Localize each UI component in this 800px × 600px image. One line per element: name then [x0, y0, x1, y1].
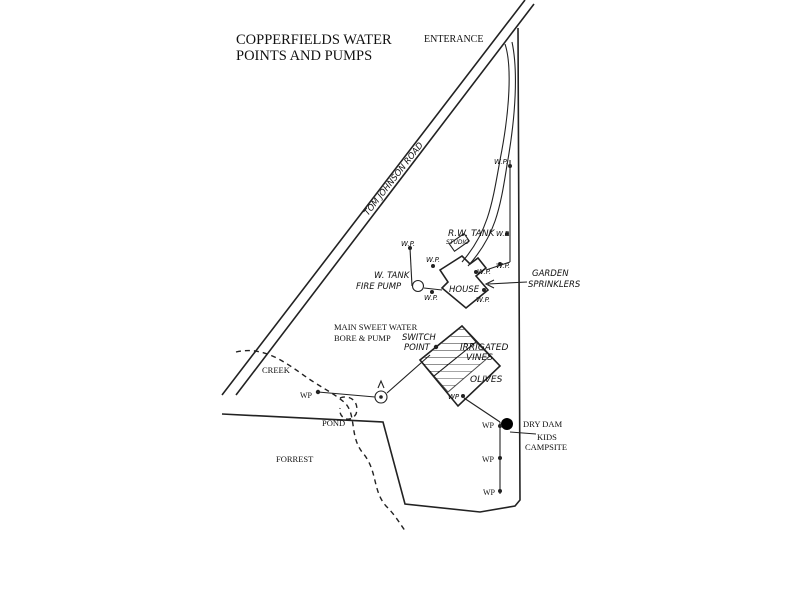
main-bore-label-line2: BORE & PUMP: [334, 333, 391, 343]
wp-label-south: WP: [483, 488, 496, 497]
water-point-house-nw: [431, 264, 435, 268]
water-point-south: [498, 489, 502, 493]
rw-tank-label: R.W. TANK: [448, 229, 496, 239]
dry-dam: [501, 418, 513, 430]
campsite-arrow: [509, 431, 537, 435]
driveway-edge: [467, 41, 516, 267]
house-outline: [438, 254, 490, 310]
map-title-line1: COPPERFIELDS WATER: [236, 32, 392, 48]
water-point-east-top: [508, 164, 512, 168]
water-point-house-se: [482, 288, 486, 292]
wp-label-creek: WP: [300, 391, 313, 400]
wp-label-east-top: W.P.: [494, 158, 508, 166]
wp-label-dam: WP: [482, 421, 495, 430]
creek: [235, 350, 407, 533]
water-point-south-mid: [498, 456, 502, 460]
water-point-house-sw: [430, 290, 434, 294]
w-tank-label: W. TANK: [374, 271, 411, 281]
creek-label: CREEK: [262, 365, 291, 375]
main-bore-label-line1: MAIN SWEET WATER: [334, 322, 418, 332]
forrest-label: FORREST: [276, 454, 314, 464]
entrance-label: ENTERANCE: [424, 34, 483, 45]
olives-label: OLIVES: [470, 375, 503, 385]
wp-label-south-mid: WP: [482, 455, 495, 464]
studio-label: STUDIO: [446, 239, 469, 246]
wp-label-east-low: W.P.: [496, 262, 510, 270]
wp-label-east-mid: W.P.: [496, 230, 510, 238]
studio-building: [448, 232, 471, 253]
water-tank-fire-pump: [411, 279, 425, 293]
wp-label-house-west: W.P.: [401, 240, 415, 248]
pipe-creek-wp: [317, 391, 376, 398]
dry-dam-label: DRY DAM: [523, 419, 563, 429]
bore-arrow-icon: [377, 379, 385, 389]
water-point-creek: [315, 389, 321, 395]
garden-sprinklers-label-line2: SPRINKLERS: [528, 280, 581, 290]
road: [221, 0, 535, 396]
irrigated-label-line1: IRRIGATED: [460, 343, 508, 353]
wp-label-house-ne: W.P.: [477, 268, 491, 276]
kids-campsite-label-line1: KIDS: [537, 432, 557, 442]
irrigated-label-line2: VINES: [466, 353, 493, 363]
garden-sprinklers-label-line1: GARDEN: [532, 269, 569, 279]
wp-label-house-se: W.P.: [476, 296, 490, 304]
wp-label-house-nw: W.P.: [426, 256, 440, 264]
property-boundary: [221, 27, 521, 513]
water-point-east-mid: [505, 232, 509, 236]
pond-label: POND: [322, 418, 345, 428]
sprinkler-arrow: [487, 281, 528, 285]
wp-label-house-sw: W.P.: [424, 294, 438, 302]
switch-label-line1: SWITCH: [402, 333, 436, 343]
kids-campsite-label-line2: CAMPSITE: [525, 442, 567, 452]
water-point-house-ne: [474, 270, 478, 274]
fire-pump-label: FIRE PUMP: [356, 282, 402, 292]
house-label: HOUSE: [449, 285, 480, 295]
wp-label-olives: WP: [448, 393, 460, 401]
water-point-olives: [461, 394, 465, 398]
water-point-dam: [498, 424, 502, 428]
map-title-line2: POINTS AND PUMPS: [236, 48, 372, 64]
switch-label-line2: POINT: [404, 343, 431, 353]
pond: [339, 396, 358, 420]
road-label: TOM JOHNSON ROAD: [362, 140, 426, 217]
driveway: [461, 43, 510, 263]
